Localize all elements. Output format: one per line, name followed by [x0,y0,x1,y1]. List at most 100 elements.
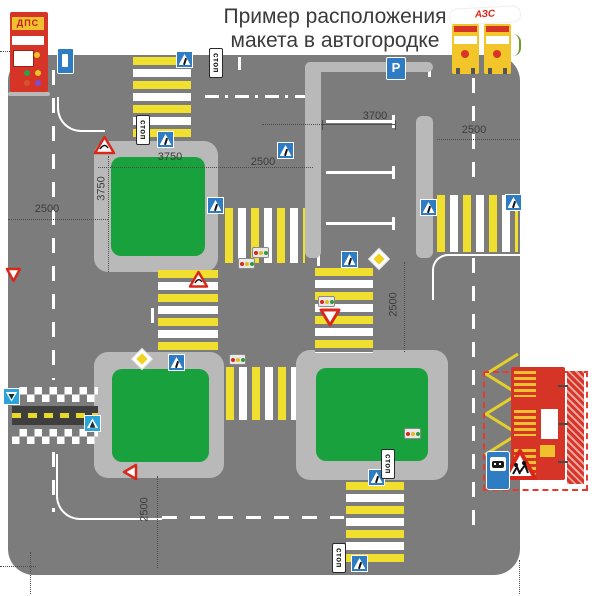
parking-sidewalk [305,62,321,258]
traffic-light [252,247,269,258]
dimension-label: 3750 [95,176,108,201]
dimension-label: 2500 [387,292,400,317]
pedestrian-crossing-sign [277,142,294,159]
building-decor-dot [34,52,40,58]
dimension-label: 2500 [34,203,60,215]
dimension-line [0,566,36,567]
parking-sign: P [386,57,406,80]
dimension-label: 2500 [250,156,276,168]
dimension-line [404,262,405,352]
parking-space-divider [326,115,395,128]
yield-sign [122,463,138,481]
parking-sidewalk [416,116,433,258]
dimension-line [30,552,31,594]
title-line-1: Пример расположения [223,5,447,28]
road-edge-curve [57,97,105,132]
lane-dashed-line [52,452,55,512]
pedestrian-crossing-sign [341,251,358,268]
children-warning-sign [503,449,537,480]
stop-plaque-text: стоп [138,120,148,140]
police-station-label: ДПС [12,17,44,30]
school-roof [567,371,584,484]
building-window [541,409,558,439]
pump-decor [461,50,469,58]
railway-checker-strip [12,429,98,444]
railway-warning-sign [3,388,20,405]
dimension-label: 3750 [157,151,183,163]
lane-dashed-line [472,258,475,528]
building-decor-dot [35,80,41,86]
zebra-crossing [226,367,296,420]
building-decor-dot [35,70,41,76]
bus-stop-sign [486,451,510,490]
pedestrian-crossing-sign [168,354,185,371]
dimension-line [157,476,158,568]
zebra-crossing [158,270,218,352]
police-station-building: ДПС [10,12,48,92]
pump-leg [503,68,507,74]
pump-leg [471,68,475,74]
dimension-label: 2500 [461,124,487,136]
yield-sign [5,267,22,283]
grass-block [112,369,209,462]
road-edge-curve [432,254,520,300]
railway-track [12,406,98,425]
pedestrian-crossing-sign [207,197,224,214]
pedestrian-crossing-sign [351,555,368,572]
dimension-label: 2500 [138,497,151,522]
title-line-2: макета в автогородке [230,28,440,52]
curve-warning-sign [93,135,116,155]
dimension-line [262,124,322,125]
dimension-line [108,156,109,272]
bus-stop-sign-panel [490,457,506,471]
zebra-crossing [346,482,404,564]
pump-top-band [454,26,477,32]
traffic-light [238,258,255,269]
stop-line [238,57,241,70]
building-ladder [514,371,536,397]
pump-hose [511,34,521,56]
road-edge-curve [56,454,162,520]
grass-block [111,157,205,256]
dimension-line [322,120,396,130]
grass-block [316,368,428,461]
stop-plaque: стоп [209,48,223,78]
pedestrian-crossing-sign [176,51,193,68]
pedestrian-crossing-sign [505,194,522,211]
lane-dashed-line [52,70,55,380]
stop-plaque-text: стоп [334,548,344,568]
parking-sidewalk [305,62,433,72]
dimension-line [437,139,520,140]
stop-line [151,308,154,323]
traffic-light [229,354,246,365]
pump-leg [456,68,460,74]
roof-connector [558,461,568,463]
dimension-line [519,560,520,594]
parking-space-divider [326,217,395,230]
fuel-pump [452,24,479,74]
stop-line [317,252,320,266]
dimension-line [8,219,108,220]
curve-warning-sign [188,270,209,288]
stop-plaque: стоп [381,449,395,479]
pump-display [454,36,477,44]
stop-plaque-text: стоп [211,53,221,73]
lane-dashed-line [472,78,475,190]
building-window [13,50,34,67]
road-sign [57,48,74,74]
railway-warning-sign [84,415,101,432]
traffic-light [318,296,335,307]
railway-checker-strip [12,387,98,402]
pump-top-band [486,26,509,32]
bus-icon [492,461,504,468]
pump-leg [488,68,492,74]
lane-dashdot-line [205,95,317,98]
stop-plaque: стоп [136,115,150,145]
gas-station-banner: АЗС [448,5,522,26]
pump-decor [493,50,501,58]
roof-connector [558,423,568,425]
page-title: Пример расположения макета в автогородке [195,5,475,52]
dimension-label: 3700 [362,110,388,122]
dimension-line [98,167,313,168]
